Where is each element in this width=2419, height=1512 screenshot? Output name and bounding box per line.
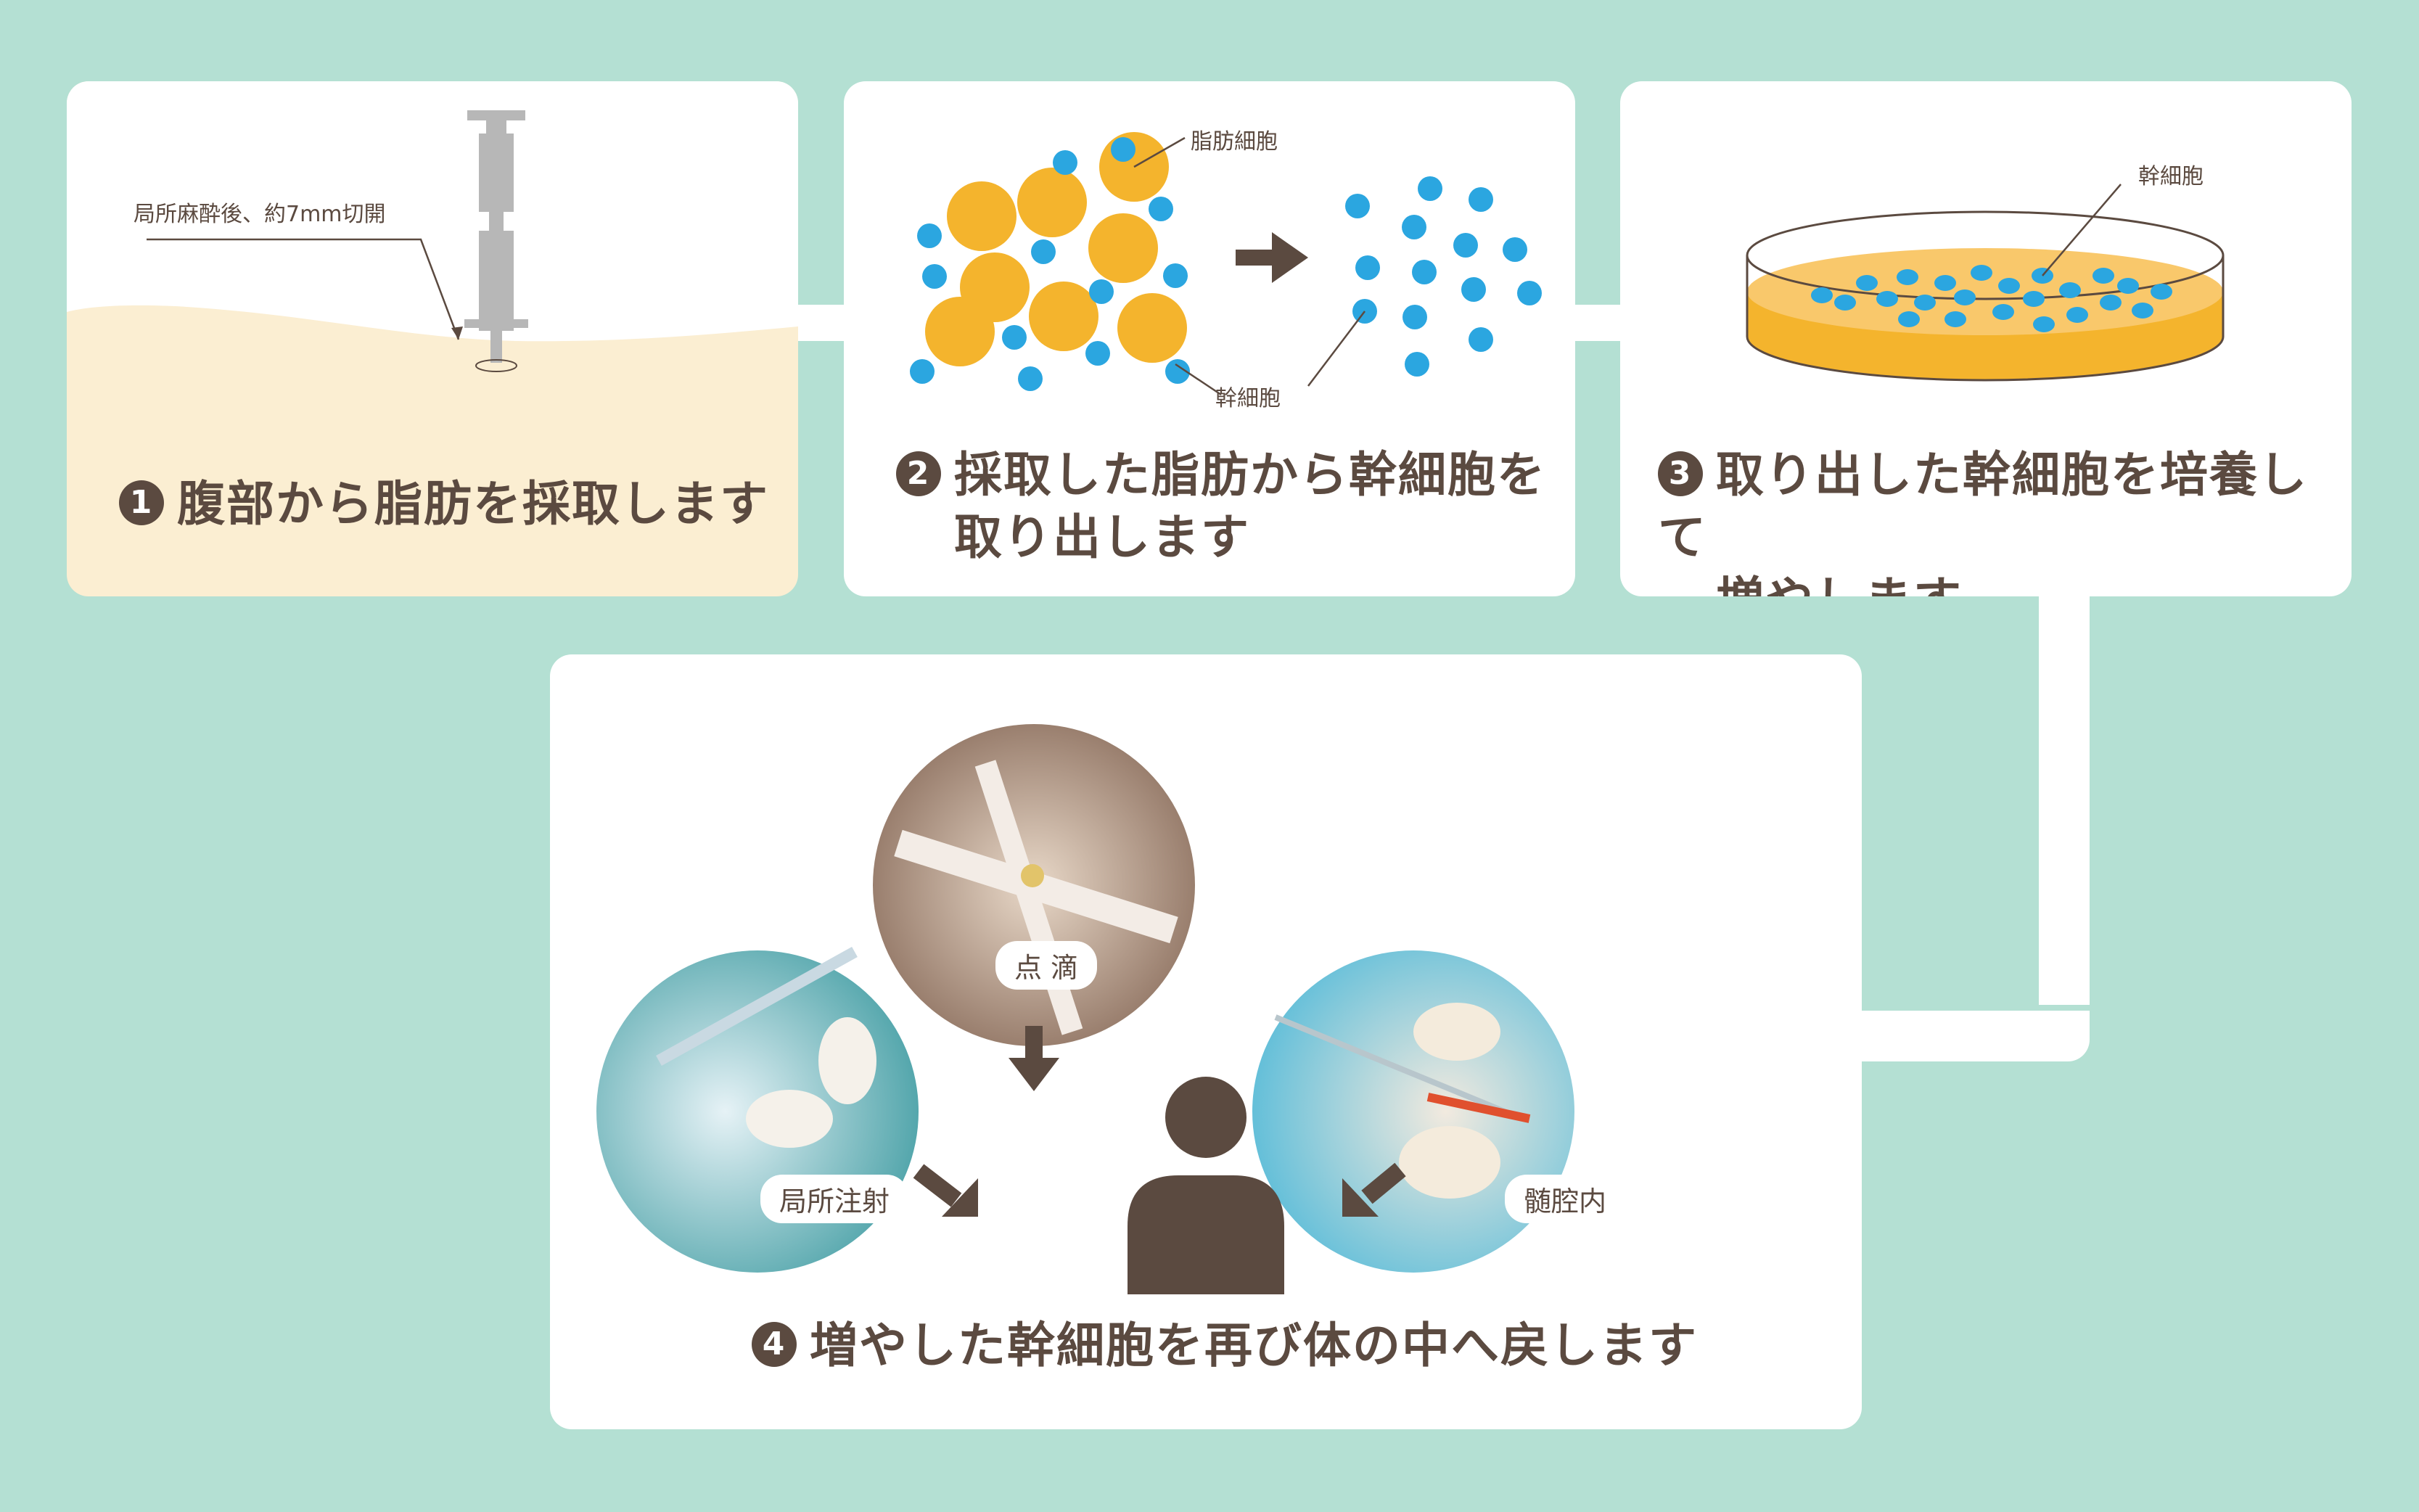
arrow-down-right-icon [919, 1171, 978, 1217]
photo-drip [873, 724, 1195, 1046]
step-4-number: 4 [752, 1322, 797, 1367]
step-4-illustration [550, 654, 1862, 1429]
incision-annotation: 局所麻酔後、約7mm切開 [134, 196, 386, 228]
method-intrathecal-label: 髄腔内 [1505, 1175, 1625, 1223]
connector-2-3 [1571, 305, 1622, 341]
stem-cell-label: 幹細胞 [1215, 380, 1281, 412]
method-drip-label: 点 滴 [995, 941, 1097, 990]
connector-3-4-horizontal [1857, 1011, 2090, 1061]
step-2-number: 2 [896, 451, 941, 496]
stem-cells-separated [1345, 176, 1542, 377]
photo-local-injection [596, 950, 919, 1273]
step-1-number: 1 [119, 480, 164, 525]
fat-cell-label: 脂肪細胞 [1191, 123, 1278, 155]
stem-cell-label-dish: 幹細胞 [2138, 158, 2204, 190]
arrow-right-icon [1236, 232, 1308, 283]
connector-3-4-vertical [2039, 591, 2090, 1005]
step-3-number: 3 [1658, 451, 1703, 496]
photo-intrathecal [1252, 950, 1574, 1273]
method-local-injection-label: 局所注射 [760, 1175, 908, 1223]
connector-1-2 [794, 305, 845, 341]
